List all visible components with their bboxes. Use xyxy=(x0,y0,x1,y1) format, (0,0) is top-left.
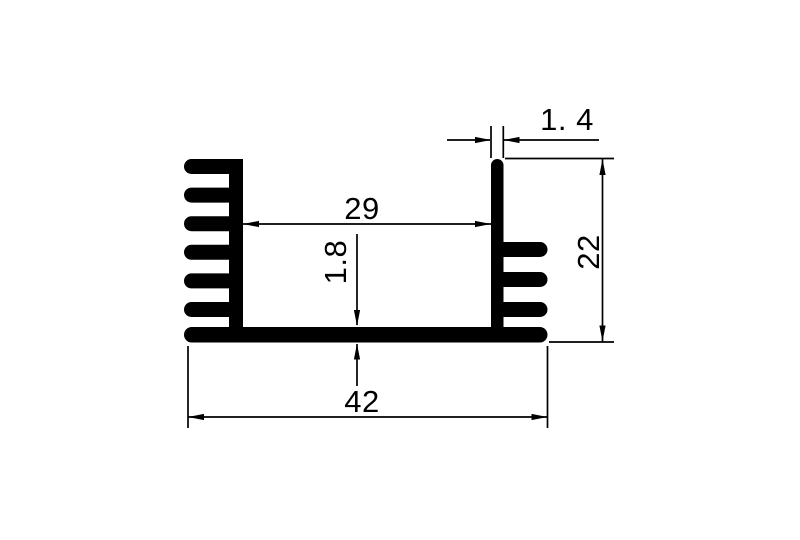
arrow-left-icon xyxy=(503,136,520,144)
left-fin-1 xyxy=(184,159,236,174)
dim-wall-thickness: 1. 4 xyxy=(447,102,599,158)
arrow-right-icon xyxy=(475,136,491,144)
dim-inner-width-label: 29 xyxy=(344,191,379,226)
dim-inner-width: 29 xyxy=(243,191,491,228)
dim-overall-height: 22 xyxy=(505,157,614,343)
left-fin-5 xyxy=(184,273,236,289)
right-fin-3 xyxy=(494,302,548,317)
right-wall xyxy=(491,159,504,342)
arrow-right-icon xyxy=(475,220,491,228)
dim-overall-width: 42 xyxy=(187,346,549,428)
left-fin-2 xyxy=(184,187,236,203)
arrow-down-icon xyxy=(353,310,361,326)
arrow-right-icon xyxy=(531,413,548,421)
base-plate xyxy=(184,327,548,343)
dim-overall-height-label: 22 xyxy=(571,234,606,269)
arrow-up-icon xyxy=(599,159,606,175)
left-fin-6 xyxy=(184,302,236,317)
arrow-down-icon xyxy=(599,325,606,342)
left-fin-3 xyxy=(184,216,236,232)
dim-overall-width-label: 42 xyxy=(344,384,379,419)
left-wall xyxy=(229,159,243,342)
left-fin-4 xyxy=(184,244,236,260)
arrow-left-icon xyxy=(243,220,259,228)
heatsink-profile xyxy=(184,159,548,343)
dim-base-thickness: 1.8 xyxy=(318,234,361,386)
right-fin-1 xyxy=(494,242,548,257)
right-fin-2 xyxy=(494,272,548,287)
arrow-left-icon xyxy=(188,413,204,421)
dim-base-thickness-label: 1.8 xyxy=(318,240,353,285)
dim-wall-thickness-label: 1. 4 xyxy=(540,102,594,137)
arrow-up-icon xyxy=(353,343,361,360)
